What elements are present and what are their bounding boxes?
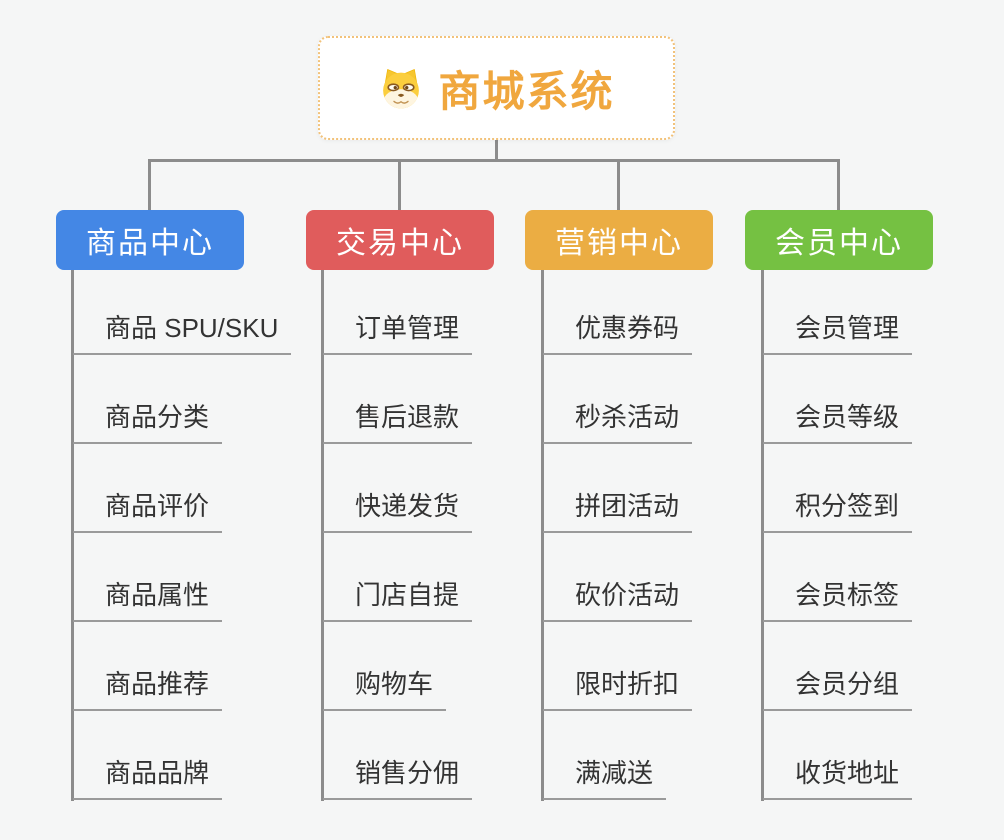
leaf-node[interactable]: 门店自提 — [323, 578, 473, 622]
connector-column-line — [71, 270, 74, 801]
branch-node-product-center[interactable]: 商品中心 — [56, 210, 244, 270]
leaf-node[interactable]: 会员管理 — [763, 311, 913, 355]
leaf-node[interactable]: 商品分类 — [73, 400, 223, 444]
leaf-node[interactable]: 收货地址 — [763, 756, 913, 800]
branch-node-trade-center[interactable]: 交易中心 — [306, 210, 494, 270]
leaf-node[interactable]: 积分签到 — [763, 489, 913, 533]
connector-branch-drop — [398, 159, 401, 211]
leaf-node[interactable]: 购物车 — [323, 667, 447, 711]
leaf-node[interactable]: 会员分组 — [763, 667, 913, 711]
leaf-node[interactable]: 优惠券码 — [543, 311, 693, 355]
connector-branch-drop — [837, 159, 840, 211]
connector-column-line — [541, 270, 544, 801]
connector-column-line — [321, 270, 324, 801]
leaf-node[interactable]: 订单管理 — [323, 311, 473, 355]
connector-branch-drop — [617, 159, 620, 211]
branch-node-marketing-center[interactable]: 营销中心 — [525, 210, 713, 270]
leaf-node[interactable]: 拼团活动 — [543, 489, 693, 533]
leaf-node[interactable]: 秒杀活动 — [543, 400, 693, 444]
dog-face-icon — [378, 65, 424, 111]
connector-bus — [148, 159, 840, 162]
leaf-node[interactable]: 售后退款 — [323, 400, 473, 444]
leaf-node[interactable]: 商品评价 — [73, 489, 223, 533]
leaf-node[interactable]: 会员等级 — [763, 400, 913, 444]
leaf-node[interactable]: 砍价活动 — [543, 578, 693, 622]
leaf-node[interactable]: 快递发货 — [323, 489, 473, 533]
leaf-node[interactable]: 销售分佣 — [323, 756, 473, 800]
leaf-node[interactable]: 会员标签 — [763, 578, 913, 622]
leaf-node[interactable]: 商品推荐 — [73, 667, 223, 711]
connector-branch-drop — [148, 159, 151, 211]
leaf-node[interactable]: 商品 SPU/SKU — [73, 311, 292, 355]
connector-root-drop — [495, 138, 498, 162]
connector-column-line — [761, 270, 764, 801]
leaf-node[interactable]: 限时折扣 — [543, 667, 693, 711]
root-title: 商城系统 — [438, 67, 615, 115]
leaf-node[interactable]: 满减送 — [543, 756, 667, 800]
leaf-node[interactable]: 商品属性 — [73, 578, 223, 622]
branch-node-member-center[interactable]: 会员中心 — [745, 210, 933, 270]
root-node[interactable]: 商城系统 — [318, 36, 675, 140]
leaf-node[interactable]: 商品品牌 — [73, 756, 223, 800]
